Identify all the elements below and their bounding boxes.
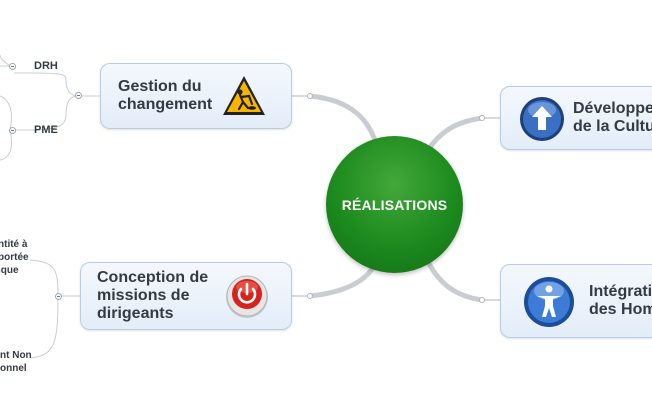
central-topic[interactable]: RÉALISATIONS xyxy=(326,136,463,273)
collapse-toggle-pme-group[interactable] xyxy=(9,127,16,134)
node-integration-hommes[interactable]: Intégrati des Hom xyxy=(500,264,652,338)
node-conception-de-missions[interactable]: Conception de missions de dirigeants xyxy=(80,262,292,330)
collapse-toggle-drh-group[interactable] xyxy=(9,63,16,70)
collapse-toggle-gestion[interactable] xyxy=(75,92,82,99)
leaf-pme[interactable]: PME xyxy=(34,124,58,136)
node-label: Conception de missions de dirigeants xyxy=(97,269,209,322)
wire-developpement xyxy=(425,115,485,153)
leaf-drh[interactable]: DRH xyxy=(34,60,58,72)
central-topic-label: RÉALISATIONS xyxy=(341,196,448,213)
leaf-non[interactable]: nt Non onnel xyxy=(0,350,32,374)
node-label: Intégrati des Hom xyxy=(589,283,652,318)
construction-warning-icon xyxy=(223,76,265,115)
wire-integration xyxy=(425,259,485,303)
collapse-toggle-conception[interactable] xyxy=(55,293,62,300)
up-arrow-icon xyxy=(520,97,564,141)
leaf-entite[interactable]: ntité à portée ique xyxy=(0,239,29,276)
node-label: Développe de la Cultu xyxy=(573,100,652,135)
node-label: Gestion du changement xyxy=(118,78,213,113)
power-button-icon xyxy=(226,275,268,318)
accessibility-person-icon xyxy=(524,277,574,327)
node-gestion-du-changement[interactable]: Gestion du changement xyxy=(100,63,292,129)
node-developpement-culture[interactable]: Développe de la Cultu xyxy=(500,86,652,150)
